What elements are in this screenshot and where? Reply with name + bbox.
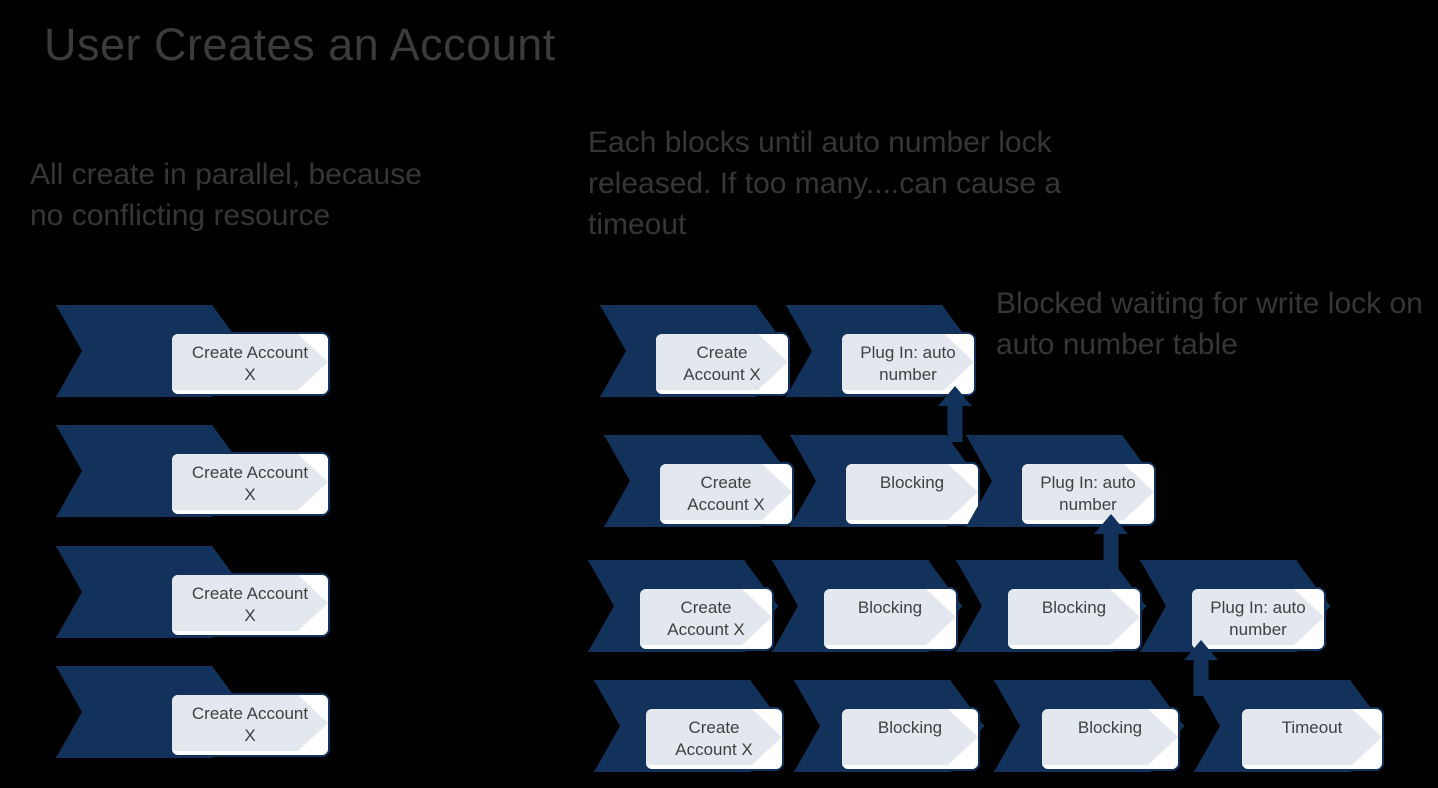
step-label: Plug In: auto number (1040, 473, 1136, 514)
step-label: Create Account X (191, 343, 309, 384)
step-label: Timeout (1281, 718, 1343, 737)
step-box[interactable]: Blocking (1006, 587, 1142, 651)
step-box[interactable]: Create Account X (170, 573, 330, 637)
step-box[interactable]: Plug In: auto number (1190, 587, 1326, 651)
step-label: Create Account X (191, 463, 309, 504)
note-each-blocks-until-lock-released: Each blocks until auto number lock relea… (588, 126, 1062, 241)
step-label: Blocking (1077, 718, 1143, 737)
step-label: Blocking (1041, 598, 1107, 617)
step-box[interactable]: Plug In: auto number (1020, 462, 1156, 526)
step-label: Create Account X (667, 598, 745, 639)
step-box[interactable]: Create Account X (170, 452, 330, 516)
step-box[interactable]: Blocking (822, 587, 958, 651)
step-box[interactable]: Create Account X (170, 332, 330, 396)
note-all-create-in-parallel: All create in parallel, because no confl… (30, 158, 422, 232)
step-box[interactable]: Timeout (1240, 707, 1384, 771)
step-box[interactable]: Create Account X (644, 707, 784, 771)
step-box[interactable]: Blocking (1040, 707, 1180, 771)
step-label: Plug In: auto number (1210, 598, 1306, 639)
step-label: Blocking (879, 473, 945, 492)
step-box[interactable]: Create Account X (654, 332, 790, 396)
step-label: Create Account X (675, 718, 753, 759)
step-label: Create Account X (683, 343, 761, 384)
step-box[interactable]: Plug In: auto number (840, 332, 976, 396)
step-label: Plug In: auto number (860, 343, 956, 384)
note-blocked-waiting-for-write-lock: Blocked waiting for write lock on auto n… (996, 287, 1423, 361)
step-label: Create Account X (687, 473, 765, 514)
page-title: User Creates an Account (44, 19, 556, 70)
step-box[interactable]: Blocking (844, 462, 980, 526)
step-label: Create Account X (191, 584, 309, 625)
step-label: Blocking (857, 598, 923, 617)
step-box[interactable]: Create Account X (170, 693, 330, 757)
step-label: Create Account X (191, 704, 309, 745)
step-label: Blocking (877, 718, 943, 737)
step-box[interactable]: Create Account X (638, 587, 774, 651)
step-box[interactable]: Create Account X (658, 462, 794, 526)
step-box[interactable]: Blocking (840, 707, 980, 771)
